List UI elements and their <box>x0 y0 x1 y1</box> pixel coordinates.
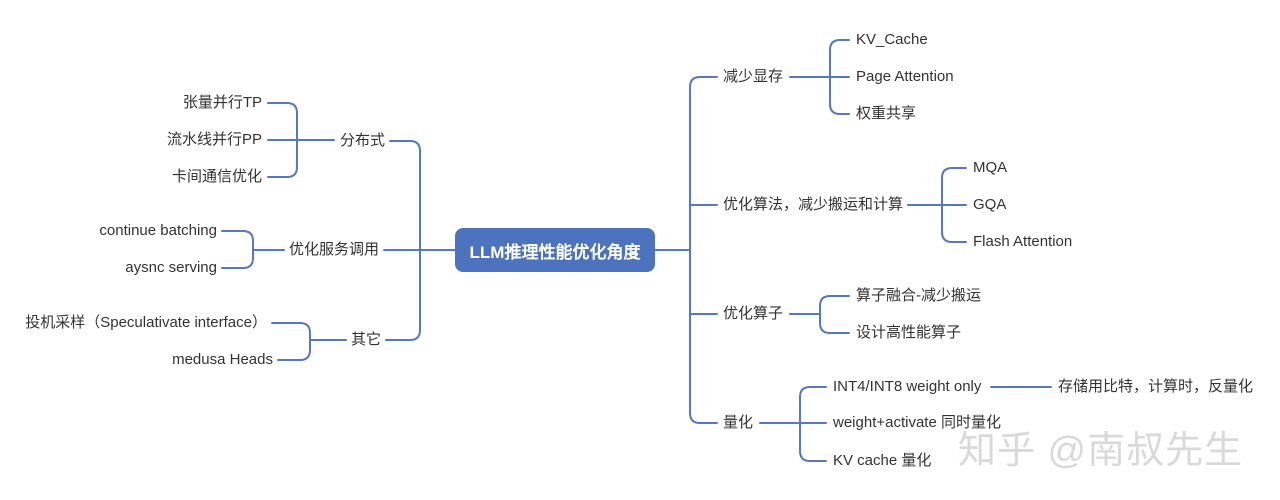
branch-optimize-operators: 优化算子 <box>723 305 784 322</box>
node-store-bits-dequantize: 存储用比特，计算时，反量化 <box>1058 378 1254 395</box>
branch-quantization: 量化 <box>723 414 754 431</box>
node-kv-cache-quant: KV cache 量化 <box>833 452 932 469</box>
node-int4-int8-weight-only: INT4/INT8 weight only <box>833 378 982 395</box>
branch-others: 其它 <box>351 331 382 348</box>
node-medusa-heads: medusa Heads <box>172 351 273 368</box>
node-kv-cache: KV_Cache <box>856 31 928 48</box>
branch-reduce-memory: 减少显存 <box>723 68 784 85</box>
node-pipeline-parallel: 流水线并行PP <box>166 131 262 148</box>
node-continue-batching: continue batching <box>99 222 217 239</box>
node-weight-activate-quant: weight+activate 同时量化 <box>833 414 1001 431</box>
node-weight-sharing: 权重共享 <box>856 105 917 122</box>
node-page-attention: Page Attention <box>856 68 954 85</box>
branch-optimize-algorithm: 优化算法，减少搬运和计算 <box>723 196 904 213</box>
node-speculative-sampling: 投机采样（Speculativate interface） <box>25 314 267 331</box>
branch-distributed: 分布式 <box>340 132 386 149</box>
node-tensor-parallel: 张量并行TP <box>182 94 262 111</box>
node-flash-attention: Flash Attention <box>973 233 1073 250</box>
zhihu-watermark: 知乎 @南叔先生 <box>958 430 1244 472</box>
branch-service-call-optimization: 优化服务调用 <box>289 241 380 258</box>
node-gqa: GQA <box>973 196 1007 213</box>
node-inter-card-comm: 卡间通信优化 <box>171 168 262 185</box>
node-operator-fusion: 算子融合-减少搬运 <box>856 287 981 304</box>
node-mqa: MQA <box>973 159 1008 176</box>
node-async-serving: aysnc serving <box>125 259 217 276</box>
node-high-performance-operators: 设计高性能算子 <box>856 324 962 341</box>
root-node: LLM推理性能优化角度 <box>455 228 655 272</box>
